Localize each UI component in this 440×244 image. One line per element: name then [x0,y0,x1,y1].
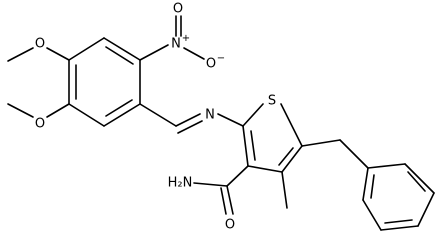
nitro-group: N + O O − [139,2,225,72]
benzene-ring-left [68,37,141,127]
nitro-o-right-label: O [206,57,216,72]
nitro-o-right-charge: − [217,53,225,64]
imine-linker: N [139,103,244,134]
methoxy-group-top: O [7,37,70,62]
nitro-n-label: N [171,37,181,52]
nitro-n-charge: + [182,33,190,44]
methoxy-group-bottom: O [7,103,70,132]
methoxy-o-bottom-label: O [35,117,45,132]
amide-nh2-label: H₂N [168,176,193,191]
thiophene-s-label: S [268,94,276,109]
thiophene-ring: S [242,94,303,173]
methoxy-o-top-label: O [35,37,45,52]
benzyl-group [301,139,435,231]
imine-n-label: N [205,108,215,123]
carboxamide-group: H₂N O [168,165,249,233]
methyl-group [281,171,288,209]
amide-o-label: O [225,218,235,233]
nitro-o-top-label: O [173,2,183,17]
